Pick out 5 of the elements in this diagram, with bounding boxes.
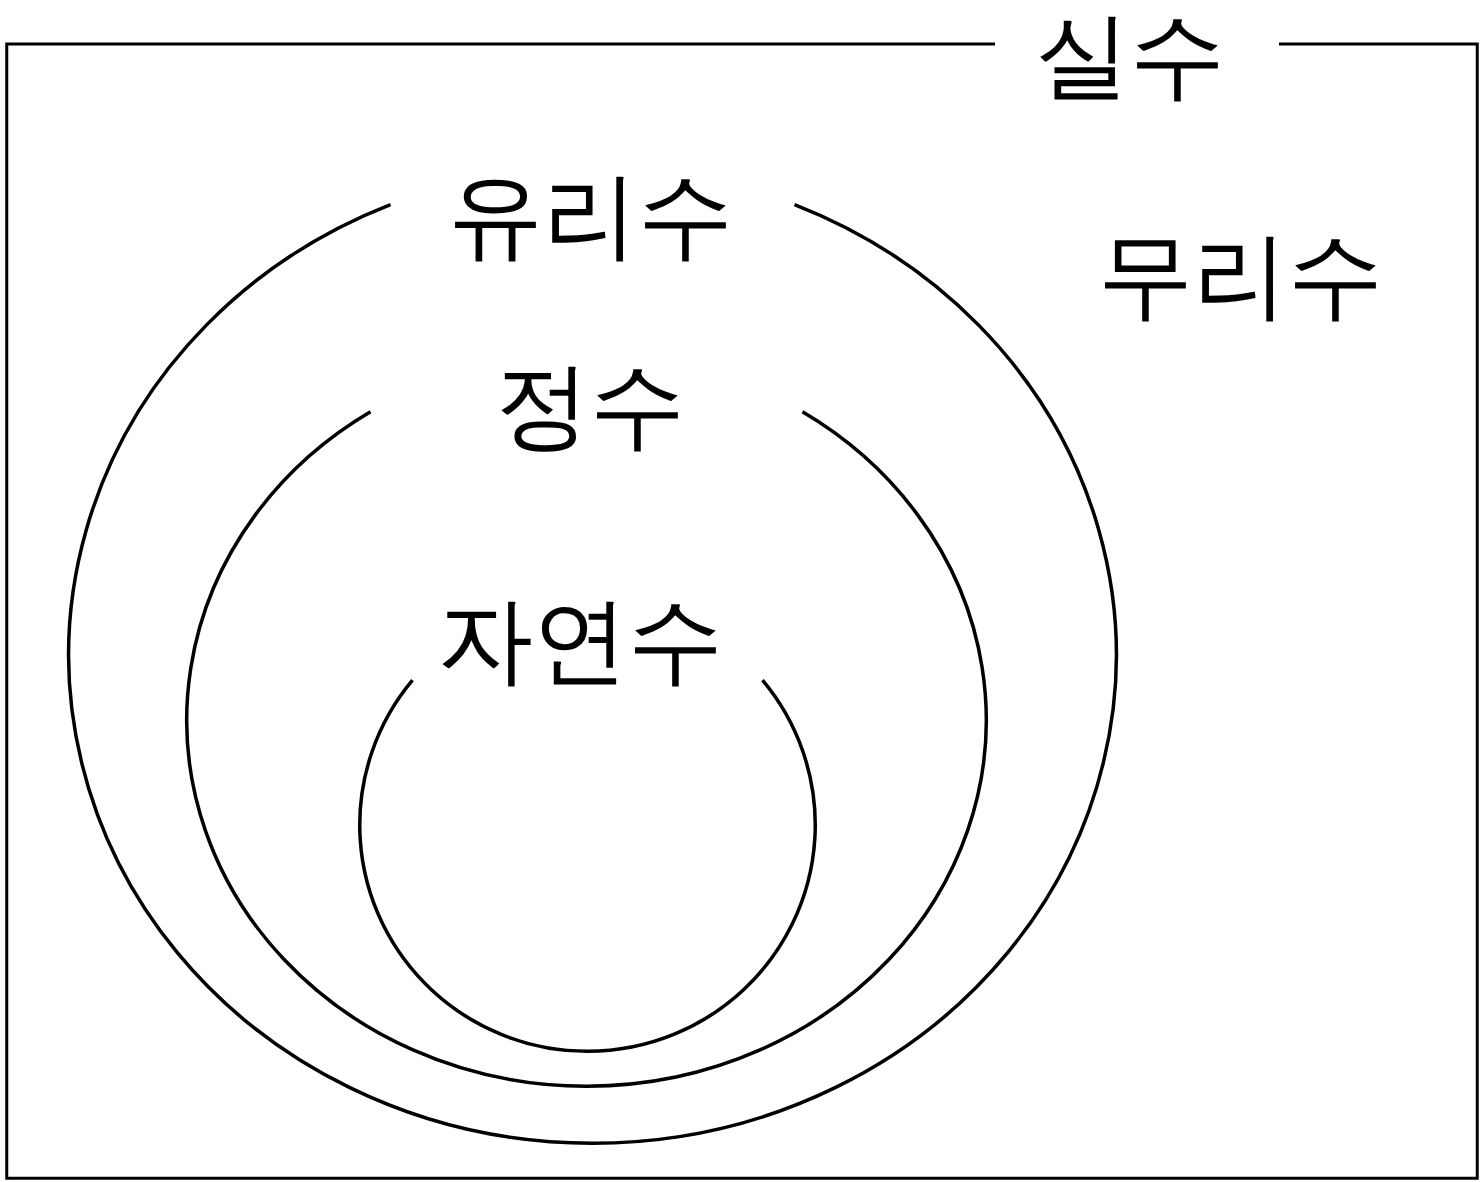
- region-label: 무리수: [1097, 227, 1383, 323]
- set-label: 실수: [1035, 7, 1225, 103]
- set-label: 자연수: [437, 592, 723, 688]
- set-label: 정수: [495, 357, 685, 453]
- set-label: 유리수: [447, 167, 733, 263]
